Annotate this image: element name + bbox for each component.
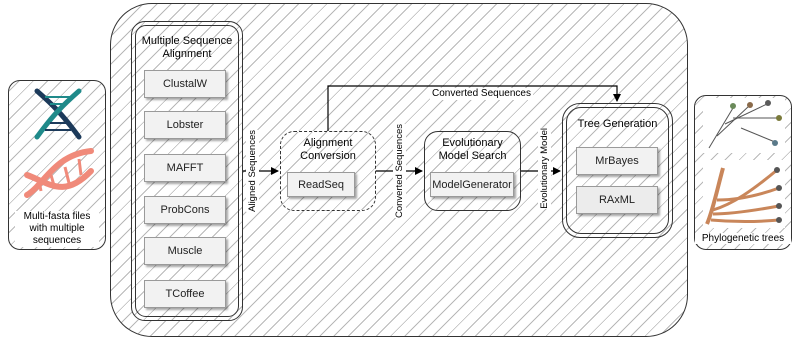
msa-inner-border bbox=[135, 25, 239, 317]
tool-tcoffee[interactable]: TCoffee bbox=[144, 280, 226, 308]
conversion-title: Alignment Conversion bbox=[300, 137, 356, 162]
edge-label-evolutionary-model: Evolutionary Model bbox=[538, 128, 551, 209]
tree-title: Tree Generation bbox=[577, 118, 658, 130]
tool-probcons[interactable]: ProbCons bbox=[144, 196, 226, 224]
model-search-title: Evolutionary Model Search bbox=[438, 137, 507, 162]
tool-muscle[interactable]: Muscle bbox=[144, 237, 226, 265]
model-search-panel: Evolutionary Model Search bbox=[424, 131, 521, 211]
output-panel: Phylogenetic trees bbox=[694, 95, 792, 250]
dna-strand-icon bbox=[24, 148, 94, 198]
tool-mrbayes[interactable]: MrBayes bbox=[576, 147, 658, 175]
dna-icon bbox=[34, 88, 82, 140]
tool-mafft[interactable]: MAFFT bbox=[144, 154, 226, 182]
tool-readseq[interactable]: ReadSeq bbox=[287, 172, 355, 197]
edge-label-converted-top: Converted Sequences bbox=[430, 88, 533, 100]
phylogeny-diagram-image bbox=[703, 98, 785, 153]
tree-of-life-image bbox=[703, 160, 785, 228]
output-caption: Phylogenetic trees bbox=[695, 233, 791, 244]
tool-modelgenerator[interactable]: ModelGenerator bbox=[430, 172, 514, 197]
input-panel: Multi-fasta files with multiple sequence… bbox=[8, 80, 106, 250]
input-caption: Multi-fasta files with multiple sequence… bbox=[15, 211, 99, 247]
tool-raxml[interactable]: RAxML bbox=[576, 186, 658, 214]
tool-lobster[interactable]: Lobster bbox=[144, 111, 226, 139]
edge-label-converted-sequences: Converted Sequences bbox=[393, 124, 406, 219]
msa-title: Multiple Sequence Alignment bbox=[141, 35, 233, 60]
conversion-panel: Alignment Conversion bbox=[280, 131, 376, 211]
edge-label-aligned-sequences: Aligned Sequences bbox=[246, 130, 259, 212]
tool-clustalw[interactable]: ClustalW bbox=[144, 70, 226, 98]
